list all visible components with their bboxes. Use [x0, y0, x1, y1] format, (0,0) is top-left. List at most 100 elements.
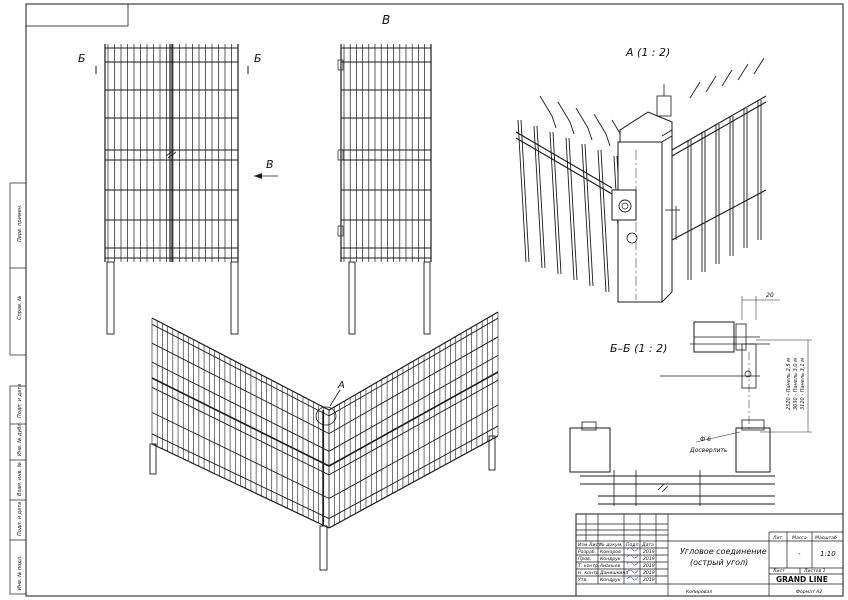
strip-cell-5: Взам. инв. № [17, 462, 23, 496]
mesh-wire [151, 342, 330, 435]
tb-header-izm: Изм. [578, 542, 589, 548]
fence-front-view [95, 44, 278, 335]
tb-name-3: Данишкина [599, 570, 628, 576]
mesh-wire [600, 149, 610, 293]
tb-role-3: Н. контр. [578, 570, 600, 576]
iso-left-panel-mesh [151, 318, 330, 528]
detail-a-callout: A [337, 380, 345, 391]
hole-diameter: Ф 6 [700, 436, 711, 443]
tb-date-0: 2019 [643, 549, 655, 555]
height-dim-1: 2520 - Панель 2,5 м [786, 358, 792, 410]
tb-header-doc: № докум. [599, 542, 623, 548]
mesh-wire [575, 107, 589, 129]
mass-value: - [798, 550, 801, 558]
title-block [575, 513, 844, 597]
mesh-wire [671, 95, 767, 151]
tb-header-sign: Подп. [626, 542, 640, 548]
mesh-wire [515, 131, 613, 189]
side-panel-mesh [341, 44, 431, 262]
section-mark-right: Б [254, 52, 262, 65]
scale-label: Масштаб [815, 535, 837, 541]
scale-value: 1:10 [820, 550, 836, 558]
sheet-frame [25, 3, 844, 597]
tb-header-date: Дата [641, 542, 654, 548]
detail-a-title: А (1 : 2) [625, 46, 670, 59]
mesh-wire [520, 119, 530, 263]
iso-right-panel-mesh [328, 312, 499, 528]
tb-date-3: 2019 [643, 570, 655, 576]
mesh-wire [549, 131, 559, 275]
mesh-wire [581, 143, 591, 287]
mesh-wire [536, 125, 546, 269]
mesh-wire [689, 81, 701, 99]
mesh-wire [328, 425, 499, 519]
mesh-wire [328, 379, 499, 476]
tb-date-1: 2019 [643, 556, 655, 562]
tb-role-4: Утв. [578, 577, 588, 583]
mesh-wire [605, 133, 611, 147]
tb-name-4: Кондрук [600, 577, 621, 583]
tb-role-0: Разраб. [578, 549, 596, 555]
tb-name-2: Ананьев [599, 563, 620, 569]
sheet-label: Лист [772, 568, 785, 574]
mesh-wire [584, 143, 594, 287]
section-mark-left: Б [78, 52, 86, 65]
strip-cell-4: Инв. № дубл. [17, 422, 23, 456]
tb-header-list: Лист [588, 542, 601, 548]
mesh-wire [328, 336, 499, 434]
mesh-wire [671, 101, 767, 157]
mass-label: Масса [792, 535, 807, 541]
mesh-wire [151, 323, 330, 417]
strip-cell-6: Подп. и дата [17, 502, 23, 536]
mesh-wire [569, 121, 575, 135]
mesh-wire [551, 115, 557, 129]
section-bb-view [569, 296, 812, 506]
mesh-wire [515, 137, 613, 195]
mesh-wire [151, 361, 330, 452]
drawing-title-line1: Угловое соединение [680, 547, 767, 556]
height-dim-2: 3030 - Панель 3,0 м [793, 358, 799, 410]
mesh-wire [597, 149, 607, 293]
mesh-wire [517, 119, 527, 263]
drawing-title-line2: (острый угол) [690, 558, 748, 567]
front-panel-mesh [105, 44, 238, 262]
tb-date-4: 2019 [643, 577, 655, 583]
signature-scribbles [626, 547, 639, 581]
top-dimension: 20 [766, 292, 774, 299]
lit-label: Лит. [772, 535, 784, 541]
strip-cell-3: Подп. и дата [17, 384, 23, 418]
view-b-arrow-label: В [266, 158, 274, 171]
copied-by: Копировал [686, 589, 712, 595]
mesh-wire [151, 412, 330, 499]
mesh-wire [593, 113, 607, 135]
strip-cell-1: Перв. примен. [17, 204, 23, 242]
isometric-corner-fence [149, 311, 499, 571]
paper-format: Формат A2 [796, 589, 822, 595]
mesh-wire [539, 95, 553, 117]
mesh-wire [737, 63, 749, 81]
detail-a-view [515, 57, 767, 303]
tb-name-1: Кондрук [600, 556, 621, 562]
left-stamp-labels: Перв. примен. Справ. № Подп. и дата Инв.… [17, 204, 23, 590]
mesh-wire [721, 69, 733, 87]
left-stamp-strip [9, 182, 27, 595]
sheets-label: Листов 1 [803, 568, 826, 574]
strip-cell-7: Инв. № подл. [17, 556, 23, 591]
section-bb-title: Б–Б (1 : 2) [610, 342, 667, 355]
mesh-wire [552, 131, 562, 275]
tb-role-2: Т. контр. [578, 563, 599, 569]
mesh-wire [568, 137, 578, 281]
mesh-wire [328, 355, 499, 452]
strip-cell-2: Справ. № [17, 296, 23, 320]
mesh-wire [587, 127, 593, 141]
view-b-title: В [382, 13, 390, 27]
mesh-wire [671, 189, 767, 241]
mesh-wire [151, 386, 330, 476]
height-dim-3: 3120 - Панель 3,1 м [800, 358, 806, 410]
mesh-wire [151, 433, 330, 519]
fence-side-view [337, 44, 432, 335]
mesh-wire [557, 101, 571, 123]
tb-name-0: Комаров [600, 549, 621, 555]
mesh-wire [328, 317, 499, 417]
